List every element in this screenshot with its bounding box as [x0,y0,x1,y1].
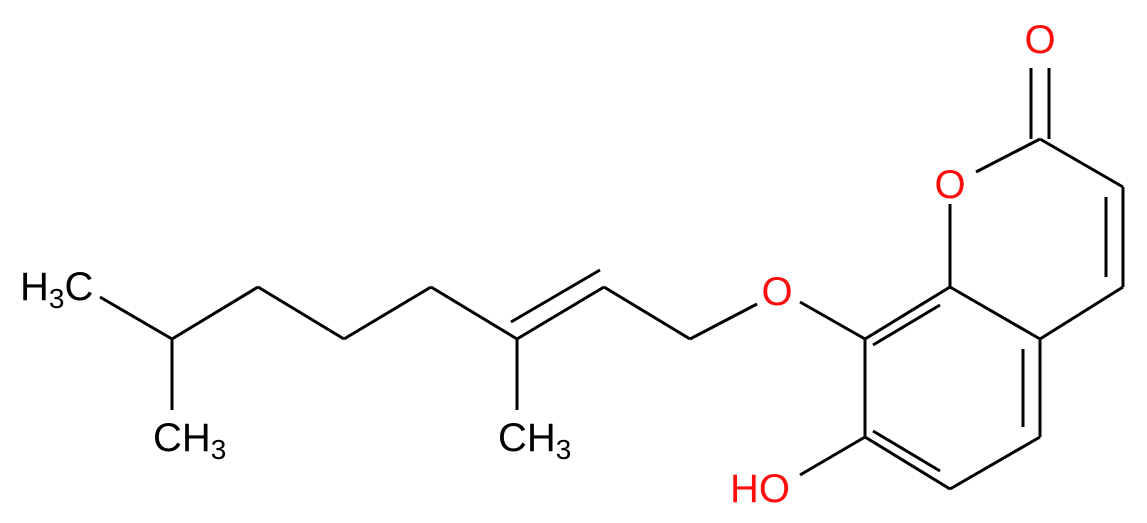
methyl-label-terminal: H3C [20,265,93,314]
methyl-c: C [153,416,182,460]
methyl-subscript: 3 [211,434,227,465]
bond [872,429,941,473]
bond [975,137,1041,174]
bond [864,435,951,491]
bond [99,295,173,341]
bond [949,435,1041,491]
bond [872,303,941,347]
bond [1039,137,1124,189]
methyl-h: H [20,265,49,309]
bond [257,285,345,341]
bond [171,285,259,341]
methyl-h: H [527,416,556,460]
hydroxyl-label: HO [730,467,790,511]
methyl-h: H [182,416,211,460]
ring-oxygen-label: O [934,163,965,207]
methyl-label-prenyl: CH3 [498,416,571,465]
bond [1039,285,1124,341]
methyl-c: C [64,265,93,309]
bond [510,268,601,324]
bond [949,285,1041,341]
bond [603,285,691,341]
hydroxyl-o: O [759,467,790,511]
bond [799,435,866,477]
bond [343,285,432,341]
bond-lines [99,68,1125,491]
hydroxyl-h: H [730,467,759,511]
bond [516,285,605,341]
bond [864,285,951,341]
atom-labels: O O O HO H3C CH3 CH3 [20,18,1056,511]
bond [430,285,518,341]
carbonyl-oxygen-label: O [1024,18,1055,62]
methyl-subscript: 3 [49,283,65,314]
methyl-c: C [498,416,527,460]
methyl-label-isopropyl: CH3 [153,416,226,465]
bond [689,302,758,341]
ether-oxygen-label: O [761,270,792,314]
methyl-subscript: 3 [556,434,572,465]
bond [799,300,866,341]
